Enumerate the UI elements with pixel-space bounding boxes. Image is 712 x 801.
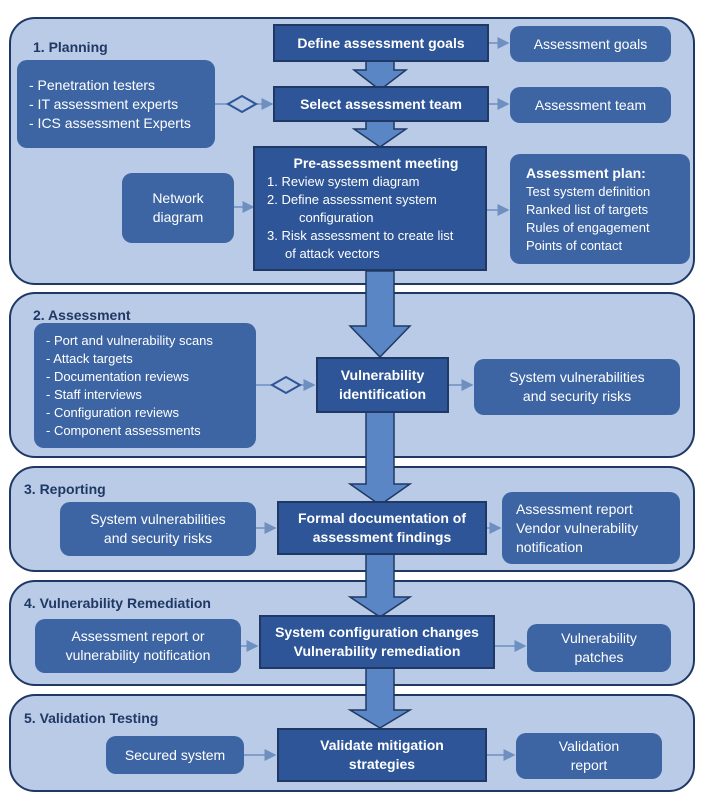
phase-title-remediation: 4. Vulnerability Remediation xyxy=(24,595,211,611)
reporting-output-line: Vendor vulnerability xyxy=(516,519,639,536)
validation-output-box: Validation report xyxy=(516,733,662,779)
pre-assessment-meeting-box: Pre-assessment meeting 1. Review system … xyxy=(253,146,487,271)
assessment-inputs-box: - Port and vulnerability scans - Attack … xyxy=(34,323,256,448)
vulnerability-identification-line: identification xyxy=(338,386,427,402)
assessment-input-item: - Configuration reviews xyxy=(46,404,179,420)
meeting-step: configuration xyxy=(299,210,374,225)
assessment-output-box: System vulnerabilities and security risk… xyxy=(474,359,680,415)
system-configuration-box: System configuration changes Vulnerabili… xyxy=(259,615,495,669)
select-team-label: Select assessment team xyxy=(300,95,462,112)
reporting-input-box: System vulnerabilities and security risk… xyxy=(60,502,256,556)
meeting-step: of attack vectors xyxy=(285,246,380,261)
assessment-team-label: Assessment team xyxy=(534,96,647,113)
reporting-input-line: System vulnerabilities xyxy=(90,511,226,527)
network-diagram-line: Network xyxy=(152,190,204,206)
meeting-step: 2. Define assessment system xyxy=(267,192,437,207)
assessment-output-line: System vulnerabilities xyxy=(509,369,645,385)
assessment-input-item: - Documentation reviews xyxy=(46,368,190,384)
reporting-output-line: notification xyxy=(516,538,583,555)
formal-documentation-line: Formal documentation of xyxy=(298,510,466,526)
system-configuration-line: Vulnerability remediation xyxy=(293,643,461,659)
remediation-input-line: Assessment report or xyxy=(71,628,205,644)
system-configuration-line: System configuration changes xyxy=(275,624,479,640)
network-diagram-input: Network diagram xyxy=(122,173,234,243)
validation-input-label: Secured system xyxy=(124,746,226,763)
assessment-input-item: - Staff interviews xyxy=(46,386,142,402)
assessment-goals-output: Assessment goals xyxy=(510,26,671,62)
assessment-goals-label: Assessment goals xyxy=(533,35,648,52)
plan-item: Ranked list of targets xyxy=(526,201,649,217)
assessment-team-output: Assessment team xyxy=(510,87,671,123)
team-input-item: - IT assessment experts xyxy=(29,95,179,112)
vulnerability-identification-line: Vulnerability xyxy=(340,367,425,383)
assessment-plan-output: Assessment plan: Test system definition … xyxy=(510,154,690,264)
meeting-step: 1. Review system diagram xyxy=(267,174,420,189)
validate-mitigation-line: strategies xyxy=(348,756,416,772)
phase-title-assessment: 2. Assessment xyxy=(33,307,131,323)
network-diagram-line: diagram xyxy=(152,209,204,225)
team-input-item: - ICS assessment Experts xyxy=(29,114,191,131)
meeting-step: 3. Risk assessment to create list xyxy=(267,228,454,243)
team-inputs-box: - Penetration testers - IT assessment ex… xyxy=(17,60,215,148)
validate-mitigation-box: Validate mitigation strategies xyxy=(277,728,487,782)
validation-output-line: report xyxy=(570,757,608,773)
remediation-input-line: vulnerability notification xyxy=(65,647,211,663)
vulnerability-identification-box: Vulnerability identification xyxy=(316,357,449,413)
define-goals-box: Define assessment goals xyxy=(273,24,489,62)
reporting-output-line: Assessment report xyxy=(516,500,633,517)
team-input-item: - Penetration testers xyxy=(29,76,156,93)
reporting-output-box: Assessment report Vendor vulnerability n… xyxy=(502,492,680,564)
assessment-output-line: and security risks xyxy=(522,388,632,404)
define-goals-label: Define assessment goals xyxy=(297,34,465,51)
plan-item: Test system definition xyxy=(526,183,651,199)
remediation-output-box: Vulnerability patches xyxy=(527,624,671,672)
phase-title-validation: 5. Validation Testing xyxy=(24,710,159,726)
formal-documentation-line: assessment findings xyxy=(312,529,452,545)
reporting-input-line: and security risks xyxy=(103,530,213,546)
plan-item: Rules of engagement xyxy=(526,219,650,235)
remediation-output-line: Vulnerability xyxy=(561,630,637,646)
assessment-input-item: - Attack targets xyxy=(46,350,133,366)
validation-output-line: Validation xyxy=(558,738,620,754)
formal-documentation-box: Formal documentation of assessment findi… xyxy=(277,501,487,555)
validation-input-box: Secured system xyxy=(106,736,244,774)
select-team-box: Select assessment team xyxy=(273,86,489,122)
assessment-input-item: - Port and vulnerability scans xyxy=(46,332,213,348)
phase-title-planning: 1. Planning xyxy=(33,39,108,55)
remediation-input-box: Assessment report or vulnerability notif… xyxy=(35,619,241,673)
meeting-title: Pre-assessment meeting xyxy=(293,155,459,171)
plan-title: Assessment plan: xyxy=(526,164,646,181)
assessment-input-item: - Component assessments xyxy=(46,422,201,438)
phase-title-reporting: 3. Reporting xyxy=(24,481,106,497)
remediation-output-line: patches xyxy=(574,649,624,665)
plan-item: Points of contact xyxy=(526,237,623,253)
validate-mitigation-line: Validate mitigation xyxy=(320,737,444,753)
